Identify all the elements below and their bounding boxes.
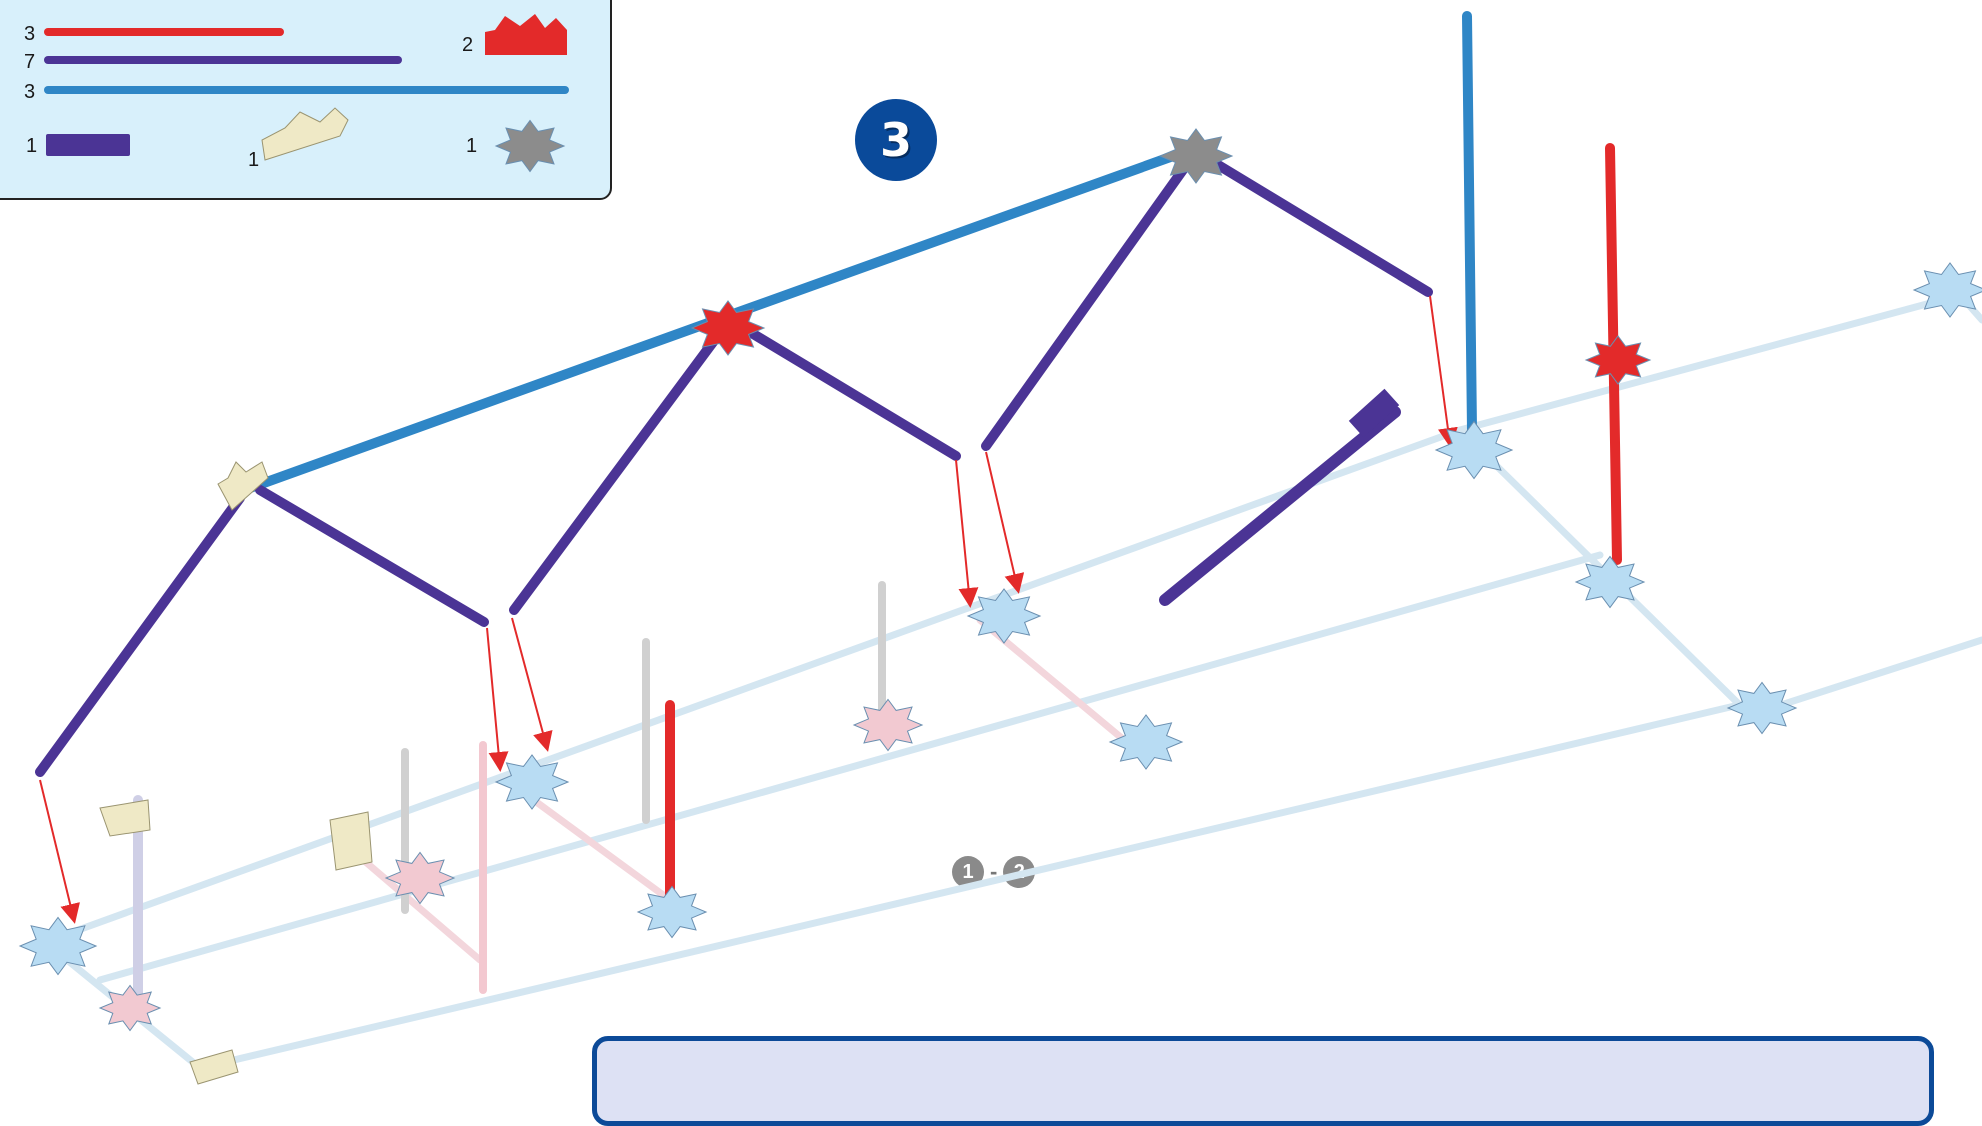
base-rod-middle [96,551,1604,984]
hub-right-back [966,588,1042,644]
cream-corner-2 [189,1049,239,1085]
cream-corner-3 [329,811,373,871]
qty-purple-rod: 7 [24,51,36,73]
roof-purple-leg-2 [509,325,727,615]
placement-arrow [486,627,509,772]
base-rod-front [196,696,1764,1072]
purple-connector-top [1348,388,1400,438]
base-rod-back [41,426,1464,946]
roof-gray-connector [1158,128,1234,184]
roof-white-connector [217,461,269,511]
roof-purple-leg-1 [35,493,245,777]
hub-red-tall-base [1574,555,1646,609]
hub-right-front [1726,681,1798,735]
hub-pink-1 [384,851,456,905]
hub-mid-back [494,754,570,810]
roof-red-connector [690,300,766,356]
post-blue-tall [1462,11,1477,435]
placement-arrow [39,779,80,924]
legend-white-connector [261,107,349,161]
qty-red-connector: 2 [462,34,474,56]
step-number-badge: 3 [855,99,937,181]
legend-purple-connector [46,134,130,156]
hub-pink-3 [98,984,162,1032]
qty-gray-connector: 1 [466,135,478,157]
hub-red-post-base [636,885,708,939]
roof-purple-brace-3 [1195,149,1433,297]
roof-purple-brace-1 [255,485,489,627]
red-post-connector [1584,335,1652,385]
placement-arrow [511,617,553,752]
hub-left-back [18,916,98,976]
post-purple-diagonal [1159,406,1401,606]
qty-white-connector: 1 [248,149,260,171]
hub-purple-diagonal-base [1108,714,1184,770]
qty-blue-rod: 3 [24,81,36,103]
base-rod-right-back [1456,291,1964,434]
hub-far-right [1912,262,1982,318]
roof-blue-rod-1 [245,313,727,493]
qty-red-rod: 3 [24,23,36,45]
roof-purple-leg-3 [981,155,1195,451]
base-cross-a [516,786,674,904]
legend-gray-connector [494,119,566,173]
hub-pink-2 [852,698,924,752]
ref-separator: - [990,859,998,884]
hub-far-back [1434,420,1514,480]
base-rod-right-front [1746,636,1982,719]
assembly-diagram [18,11,1982,1085]
qty-purple-connector: 1 [26,135,38,157]
placement-arrow [955,459,979,608]
roof-purple-brace-2 [725,315,961,461]
legend-red-connector [485,14,567,55]
cream-corner-1 [99,799,151,837]
placement-arrow [985,451,1025,594]
roof-blue-rod-2 [717,145,1195,323]
placement-arrow [1429,295,1458,448]
